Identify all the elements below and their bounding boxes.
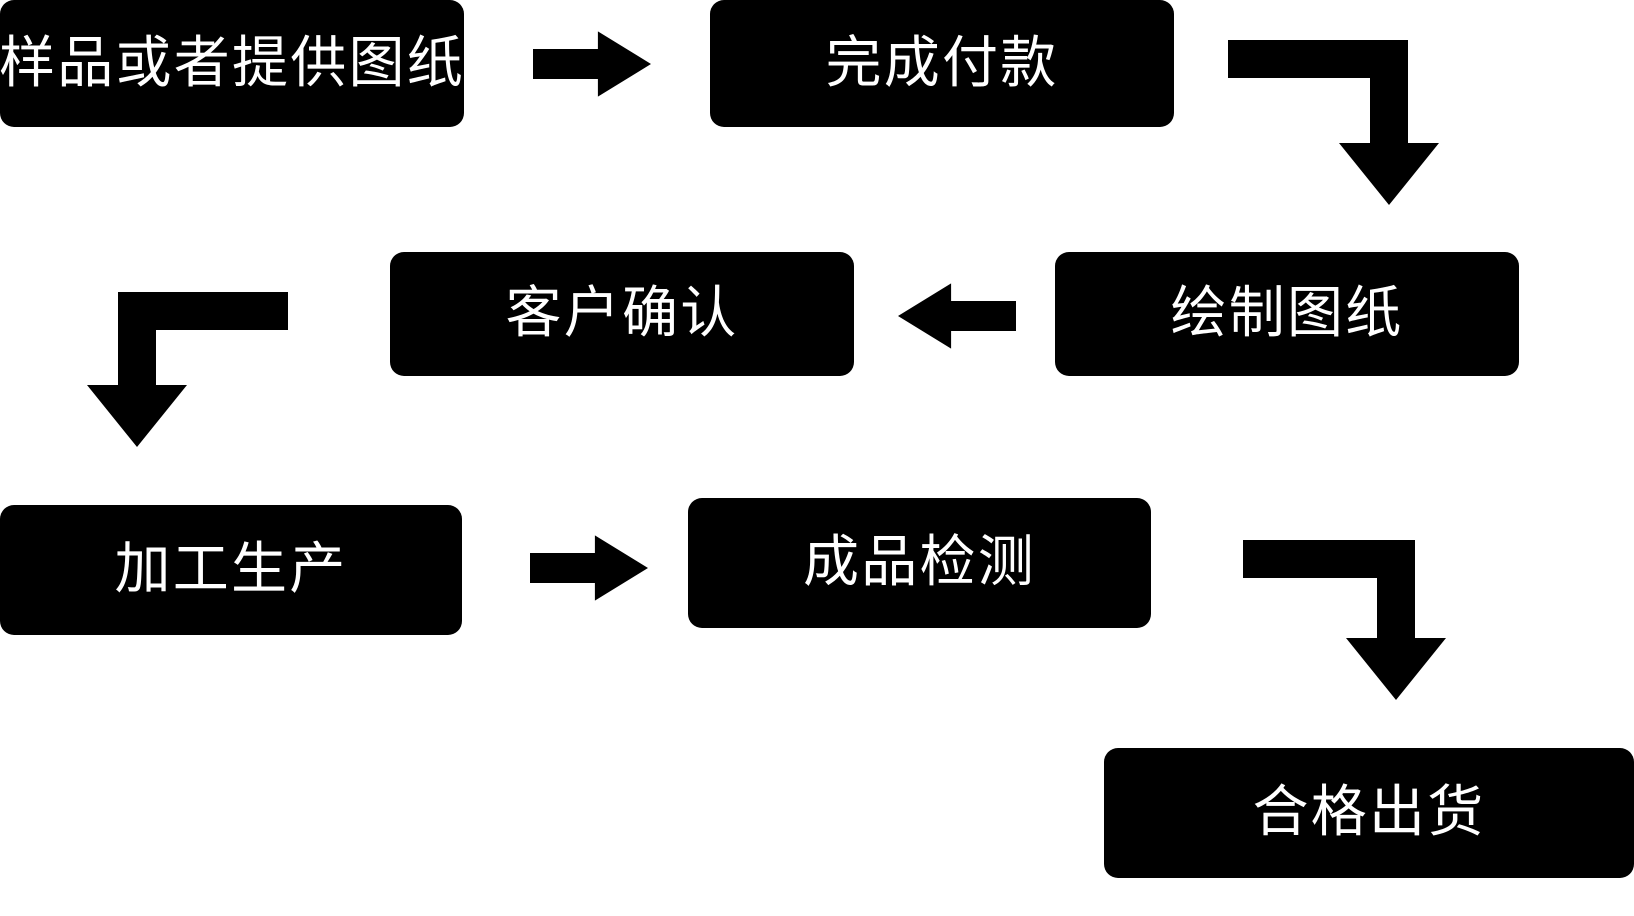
node-label-draw-drawing: 绘制图纸: [1170, 281, 1404, 346]
arrow-production-to-inspection-icon: [530, 535, 648, 601]
node-label-complete-payment: 完成付款: [825, 30, 1059, 96]
arrow-confirm-to-production-icon: [87, 292, 288, 447]
arrow-payment-to-drawing-icon: [1228, 40, 1439, 205]
node-processing-production[interactable]: 加工生产: [0, 505, 462, 635]
node-complete-payment[interactable]: 完成付款: [710, 0, 1174, 127]
node-label-qualified-shipment: 合格出货: [1252, 780, 1486, 845]
node-customer-confirm[interactable]: 客户确认: [390, 252, 854, 376]
node-label-customer-confirm: 客户确认: [505, 281, 739, 346]
node-draw-drawing[interactable]: 绘制图纸: [1055, 252, 1519, 376]
node-finished-inspection[interactable]: 成品检测: [688, 498, 1151, 628]
node-sample-or-drawing[interactable]: 样品或者提供图纸: [0, 0, 464, 127]
arrow-sample-to-payment-icon: [533, 31, 651, 97]
node-label-finished-inspection: 成品检测: [803, 530, 1036, 595]
node-label-processing-production: 加工生产: [114, 537, 348, 602]
arrow-drawing-to-confirm-icon: [898, 283, 1016, 349]
arrow-inspection-to-shipment-icon: [1243, 540, 1446, 700]
node-qualified-shipment[interactable]: 合格出货: [1104, 748, 1634, 878]
node-label-sample-or-drawing: 样品或者提供图纸: [0, 30, 465, 96]
